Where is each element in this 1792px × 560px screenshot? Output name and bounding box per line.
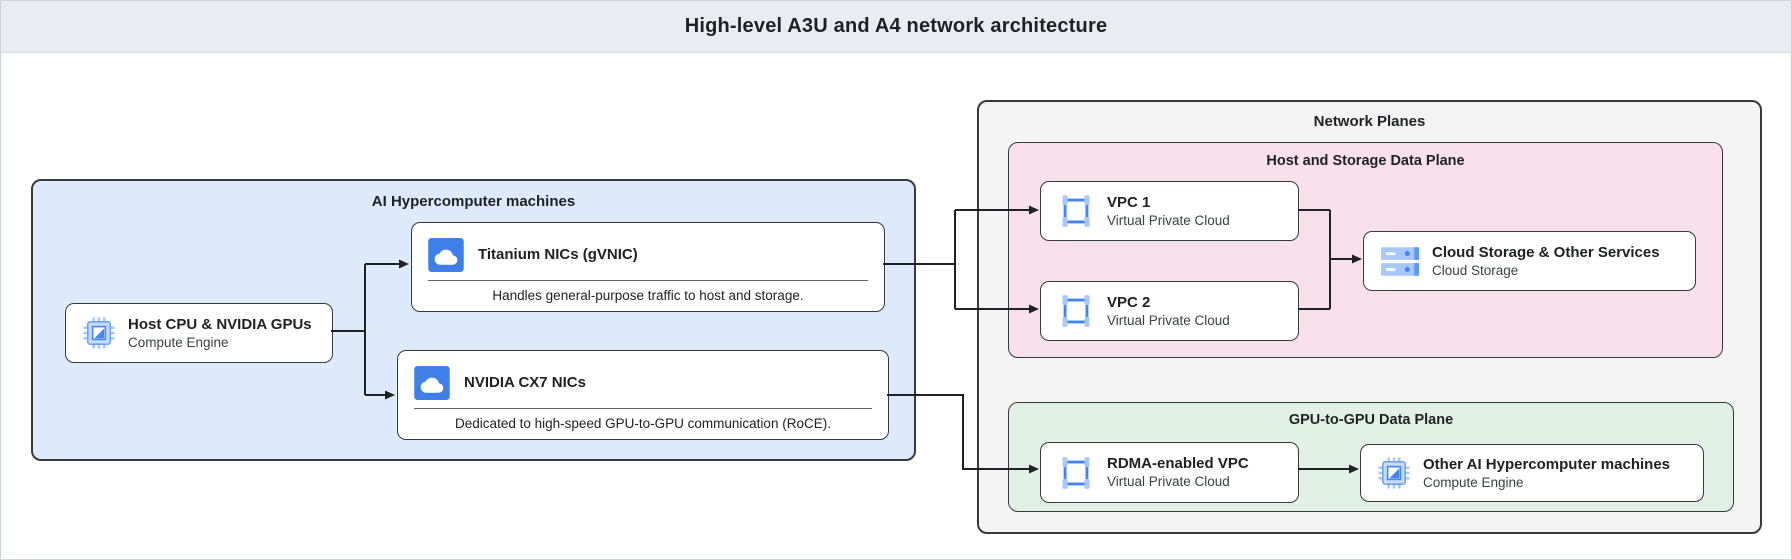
vpc-icon — [1062, 456, 1090, 489]
cloud-nic-icon — [414, 366, 450, 400]
cx7-nics-title: NVIDIA CX7 NICs — [464, 374, 586, 391]
compute-engine-icon — [1378, 457, 1410, 489]
cloud-storage-title: Cloud Storage & Other Services — [1432, 243, 1660, 261]
host-cpu-gpu-node: Host CPU & NVIDIA GPUs Compute Engine — [65, 303, 333, 363]
cx7-nics-description: Dedicated to high-speed GPU-to-GPU commu… — [455, 416, 831, 431]
other-machines-node: Other AI Hypercomputer machines Compute … — [1360, 444, 1704, 502]
cx7-nics-node: NVIDIA CX7 NICs Dedicated to high-speed … — [397, 350, 889, 440]
host-cpu-gpu-title: Host CPU & NVIDIA GPUs — [128, 315, 312, 333]
titanium-nics-node: Titanium NICs (gVNIC) Handles general-pu… — [411, 222, 885, 312]
host-storage-plane-zone: Host and Storage Data Plane VPC 1 Virtua… — [1008, 142, 1723, 358]
divider — [428, 280, 868, 281]
ai-hypercomputer-zone-label: AI Hypercomputer machines — [371, 193, 576, 210]
vpc2-node: VPC 2 Virtual Private Cloud — [1040, 281, 1299, 341]
host-storage-plane-label: Host and Storage Data Plane — [1266, 153, 1465, 169]
compute-engine-icon — [83, 317, 115, 349]
page-title: High-level A3U and A4 network architectu… — [684, 15, 1108, 37]
host-cpu-gpu-subtitle: Compute Engine — [128, 334, 229, 350]
other-machines-title: Other AI Hypercomputer machines — [1423, 455, 1671, 473]
rdma-vpc-title: RDMA-enabled VPC — [1107, 455, 1249, 472]
network-planes-zone: Network Planes Host and Storage Data Pla… — [977, 100, 1762, 534]
diagram-title-bar: High-level A3U and A4 network architectu… — [1, 1, 1791, 53]
vpc1-title: VPC 1 — [1107, 193, 1151, 211]
vpc-icon — [1062, 195, 1090, 227]
titanium-nics-description: Handles general-purpose traffic to host … — [492, 288, 804, 303]
cloud-storage-subtitle: Cloud Storage — [1432, 262, 1519, 278]
rdma-vpc-subtitle: Virtual Private Cloud — [1107, 474, 1230, 489]
cloud-storage-icon — [1381, 246, 1419, 276]
other-machines-subtitle: Compute Engine — [1423, 474, 1524, 490]
cloud-storage-node: Cloud Storage & Other Services Cloud Sto… — [1363, 231, 1696, 291]
cloud-nic-icon — [428, 238, 464, 272]
vpc-icon — [1062, 295, 1090, 327]
ai-hypercomputer-zone: AI Hypercomputer machines Host CPU & NVI… — [31, 179, 916, 461]
titanium-nics-title: Titanium NICs (gVNIC) — [478, 246, 638, 263]
vpc1-node: VPC 1 Virtual Private Cloud — [1040, 181, 1299, 241]
vpc2-title: VPC 2 — [1107, 293, 1151, 311]
gpu-plane-label: GPU-to-GPU Data Plane — [1288, 412, 1454, 428]
gpu-plane-zone: GPU-to-GPU Data Plane RDMA-enabled VPC V… — [1008, 402, 1734, 512]
divider — [414, 408, 872, 409]
network-planes-label: Network Planes — [1313, 113, 1426, 130]
rdma-vpc-node: RDMA-enabled VPC Virtual Private Cloud — [1040, 442, 1299, 503]
vpc2-subtitle: Virtual Private Cloud — [1107, 312, 1230, 328]
vpc1-subtitle: Virtual Private Cloud — [1107, 212, 1230, 228]
